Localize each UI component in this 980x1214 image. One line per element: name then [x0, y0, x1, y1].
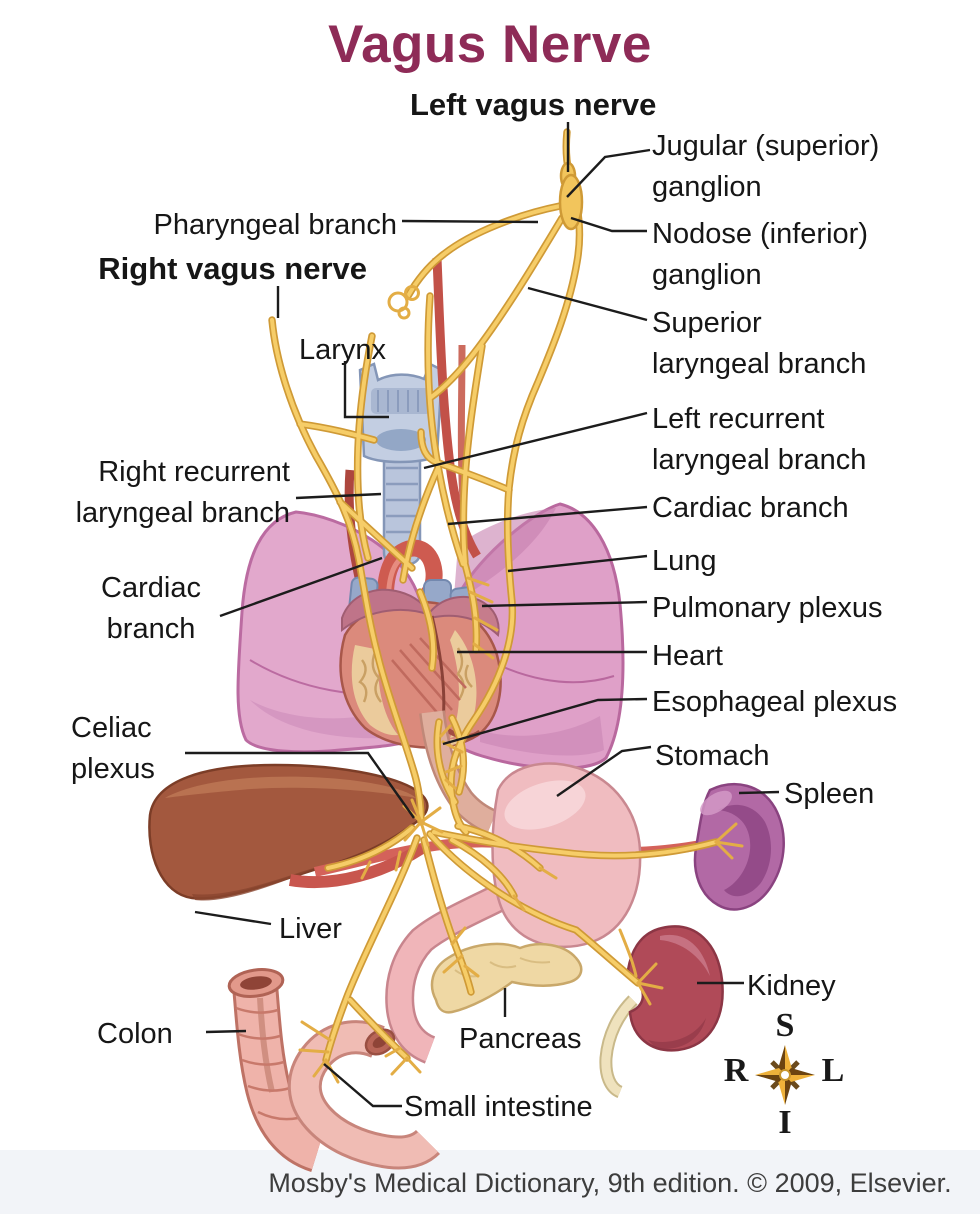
- pancreas-shape: [430, 942, 583, 1014]
- orientation-compass-icon: [755, 1045, 815, 1105]
- leader-jugular: [566, 148, 651, 198]
- leader-esophageal: [442, 697, 648, 746]
- label-right-vagus-nerve: Right vagus nerve: [98, 251, 367, 286]
- label-stomach: Stomach: [655, 740, 770, 772]
- label-colon: Colon: [97, 1018, 173, 1050]
- label-superior-laryngeal-branch: Superior laryngeal branch: [652, 307, 867, 380]
- leader-spleen: [738, 790, 780, 795]
- label-nodose-ganglion: Nodose (inferior) ganglion: [652, 218, 868, 291]
- compass-superior-label: S: [775, 1007, 795, 1044]
- liver-shape: [148, 763, 429, 901]
- label-left-vagus-nerve: Left vagus nerve: [410, 87, 657, 122]
- colon-shape: [227, 968, 327, 1172]
- label-kidney: Kidney: [747, 970, 836, 1002]
- label-heart: Heart: [652, 640, 723, 672]
- page-title: Vagus Nerve: [328, 15, 652, 74]
- label-spleen: Spleen: [784, 778, 875, 810]
- leader-pulmonary: [481, 600, 648, 608]
- kidney-shape: [599, 925, 724, 1099]
- label-pancreas: Pancreas: [459, 1023, 582, 1055]
- label-esophageal-plexus: Esophageal plexus: [652, 686, 898, 718]
- leader-cardiac-right: [447, 505, 648, 526]
- leader-stomach: [556, 745, 652, 797]
- leader-colon: [205, 1029, 247, 1034]
- leader-lines: [185, 122, 780, 1108]
- leader-left-recurrent: [423, 411, 648, 470]
- leader-larynx: [343, 361, 389, 419]
- leader-liver: [194, 910, 272, 926]
- label-jugular-ganglion: Jugular (superior) ganglion: [652, 130, 880, 203]
- footer-band: [0, 1150, 980, 1214]
- compass-left-label: L: [821, 1052, 845, 1089]
- leader-lung: [507, 554, 648, 573]
- label-cardiac-branch-right: Cardiac branch: [652, 492, 849, 524]
- leader-nodose: [570, 216, 647, 233]
- label-lung: Lung: [652, 545, 717, 577]
- leader-cardiac-left: [219, 556, 383, 618]
- label-small-intestine: Small intestine: [404, 1091, 593, 1123]
- label-larynx: Larynx: [299, 334, 387, 366]
- vagus-nerves-shape: [268, 128, 720, 1064]
- leader-celiac: [185, 751, 415, 819]
- label-pharyngeal-branch: Pharyngeal branch: [153, 209, 397, 241]
- leader-small-intestine: [323, 1063, 402, 1108]
- heart-texture: [351, 615, 482, 746]
- label-liver: Liver: [279, 913, 342, 945]
- label-left-recurrent-laryngeal-branch: Left recurrent laryngeal branch: [652, 403, 867, 476]
- leader-superior-laryngeal: [527, 286, 648, 322]
- compass-inferior-label: I: [778, 1104, 792, 1141]
- label-cardiac-branch-left: Cardiac branch: [101, 572, 201, 645]
- source-credit: Mosby's Medical Dictionary, 9th edition.…: [268, 1168, 952, 1198]
- compass-right-label: R: [723, 1052, 749, 1089]
- label-celiac-plexus: Celiac plexus: [71, 712, 155, 785]
- leader-right-recurrent: [295, 492, 382, 500]
- label-pulmonary-plexus: Pulmonary plexus: [652, 592, 883, 624]
- label-right-recurrent-laryngeal-branch: Right recurrent laryngeal branch: [75, 456, 290, 529]
- leader-pharyngeal: [401, 219, 539, 224]
